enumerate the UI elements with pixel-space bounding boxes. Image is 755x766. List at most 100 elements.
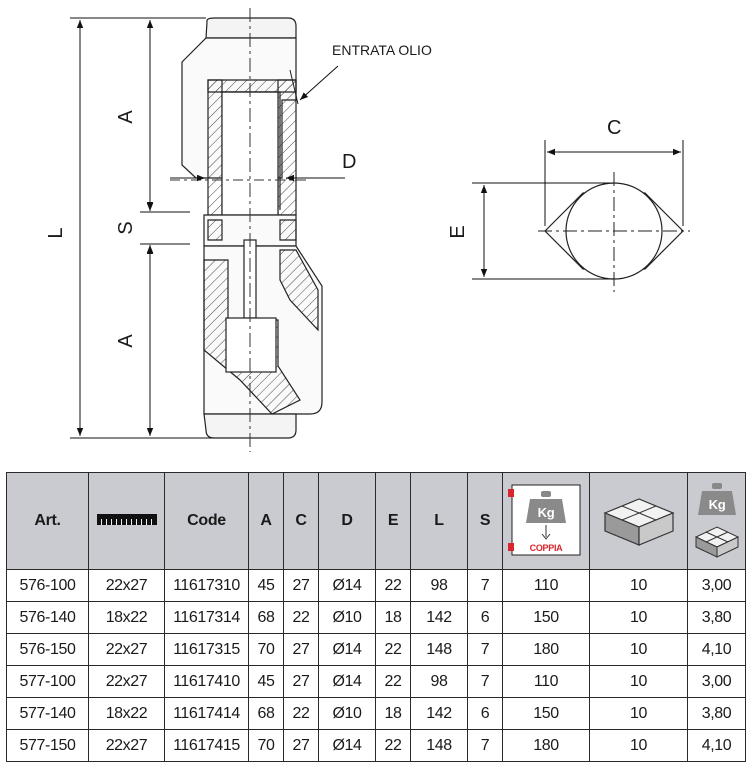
label-L: L bbox=[45, 227, 67, 238]
cell-d: Ø14 bbox=[318, 665, 376, 698]
cell-a: 70 bbox=[248, 633, 284, 666]
header-d: D bbox=[318, 472, 376, 570]
cell-torque: 150 bbox=[502, 697, 590, 730]
cell-c: 22 bbox=[283, 697, 319, 730]
cell-l: 142 bbox=[410, 601, 468, 634]
cell-c: 27 bbox=[283, 633, 319, 666]
cell-d: Ø10 bbox=[318, 601, 376, 634]
cell-e: 18 bbox=[375, 601, 411, 634]
dimension-labels: L A S A D ENTRATA OLIO bbox=[45, 42, 432, 348]
cell-s: 6 bbox=[467, 601, 503, 634]
cell-weight: 4,10 bbox=[687, 729, 746, 762]
table-row: 576-140 18x22 11617314 68 22 Ø10 18 142 … bbox=[6, 601, 746, 634]
cell-code: 11617415 bbox=[164, 729, 249, 762]
cell-torque: 180 bbox=[502, 729, 590, 762]
label-S: S bbox=[115, 221, 137, 234]
table-row: 576-100 22x27 11617310 45 27 Ø14 22 98 7… bbox=[6, 569, 746, 602]
cell-l: 142 bbox=[410, 697, 468, 730]
table-row: 577-100 22x27 11617410 45 27 Ø14 22 98 7… bbox=[6, 665, 746, 698]
cell-e: 22 bbox=[375, 729, 411, 762]
cell-e: 22 bbox=[375, 665, 411, 698]
cell-code: 11617310 bbox=[164, 569, 249, 602]
cell-a: 70 bbox=[248, 729, 284, 762]
end-view bbox=[538, 172, 690, 292]
cell-c: 22 bbox=[283, 601, 319, 634]
cell-s: 7 bbox=[467, 665, 503, 698]
header-code: Code bbox=[164, 472, 249, 570]
label-C: C bbox=[607, 117, 621, 139]
cell-size: 22x27 bbox=[88, 665, 165, 698]
cell-size: 22x27 bbox=[88, 569, 165, 602]
torque-caption: COPPIA bbox=[530, 543, 564, 553]
header-a: A bbox=[248, 472, 284, 570]
cell-d: Ø10 bbox=[318, 697, 376, 730]
table-body: 576-100 22x27 11617310 45 27 Ø14 22 98 7… bbox=[6, 569, 746, 762]
header-e: E bbox=[375, 472, 411, 570]
table-row: 577-140 18x22 11617414 68 22 Ø10 18 142 … bbox=[6, 697, 746, 730]
label-A-top: A bbox=[115, 110, 137, 124]
cell-code: 11617315 bbox=[164, 633, 249, 666]
cell-a: 45 bbox=[248, 665, 284, 698]
cell-art: 576-140 bbox=[6, 601, 89, 634]
header-c: C bbox=[283, 472, 319, 570]
cell-c: 27 bbox=[283, 729, 319, 762]
weight-torque-icon: Kg COPPIA bbox=[508, 484, 581, 556]
cell-e: 22 bbox=[375, 633, 411, 666]
cell-s: 6 bbox=[467, 697, 503, 730]
ruler-icon bbox=[96, 514, 157, 525]
cell-art: 576-100 bbox=[6, 569, 89, 602]
cell-s: 7 bbox=[467, 633, 503, 666]
label-D: D bbox=[342, 151, 356, 173]
cell-l: 98 bbox=[410, 569, 468, 602]
end-view-dimensions bbox=[472, 140, 684, 280]
cell-pack: 10 bbox=[589, 729, 688, 762]
cell-art: 576-150 bbox=[6, 633, 89, 666]
cell-weight: 4,10 bbox=[687, 633, 746, 666]
cell-torque: 150 bbox=[502, 601, 590, 634]
cell-pack: 10 bbox=[589, 601, 688, 634]
cell-weight: 3,00 bbox=[687, 569, 746, 602]
header-package bbox=[589, 472, 688, 570]
cell-size: 22x27 bbox=[88, 729, 165, 762]
header-size bbox=[88, 472, 165, 570]
cell-size: 18x22 bbox=[88, 697, 165, 730]
cell-pack: 10 bbox=[589, 665, 688, 698]
cell-code: 11617410 bbox=[164, 665, 249, 698]
cell-d: Ø14 bbox=[318, 729, 376, 762]
cell-d: Ø14 bbox=[318, 633, 376, 666]
cell-e: 22 bbox=[375, 569, 411, 602]
cell-size: 18x22 bbox=[88, 601, 165, 634]
cell-art: 577-140 bbox=[6, 697, 89, 730]
cell-a: 45 bbox=[248, 569, 284, 602]
cell-art: 577-100 bbox=[6, 665, 89, 698]
table-header-row: Art. Code A C D E L S bbox=[6, 472, 746, 570]
cell-torque: 110 bbox=[502, 569, 590, 602]
package-boxes-icon bbox=[602, 498, 675, 546]
technical-drawing: L A S A D ENTRATA OLIO C E bbox=[45, 8, 690, 452]
cell-a: 68 bbox=[248, 697, 284, 730]
cell-pack: 10 bbox=[589, 569, 688, 602]
cell-l: 98 bbox=[410, 665, 468, 698]
cell-e: 18 bbox=[375, 697, 411, 730]
table-row: 576-150 22x27 11617315 70 27 Ø14 22 148 … bbox=[6, 633, 746, 666]
cell-c: 27 bbox=[283, 569, 319, 602]
cell-torque: 180 bbox=[502, 633, 590, 666]
weight-box-icon: Kg bbox=[694, 483, 739, 558]
torque-kg-label: Kg bbox=[538, 505, 555, 520]
cell-code: 11617314 bbox=[164, 601, 249, 634]
header-torque: Kg COPPIA bbox=[502, 472, 590, 570]
spec-table: Art. Code A C D E L S bbox=[6, 472, 746, 762]
weight-kg-label: Kg bbox=[708, 497, 725, 512]
cell-size: 22x27 bbox=[88, 633, 165, 666]
table-row: 577-150 22x27 11617415 70 27 Ø14 22 148 … bbox=[6, 729, 746, 762]
cell-pack: 10 bbox=[589, 633, 688, 666]
cell-weight: 3,00 bbox=[687, 665, 746, 698]
cell-weight: 3,80 bbox=[687, 601, 746, 634]
label-oil-inlet: ENTRATA OLIO bbox=[332, 42, 432, 58]
cell-code: 11617414 bbox=[164, 697, 249, 730]
label-E: E bbox=[447, 225, 469, 238]
side-section-view bbox=[181, 17, 323, 439]
cell-c: 27 bbox=[283, 665, 319, 698]
cell-l: 148 bbox=[410, 633, 468, 666]
cell-l: 148 bbox=[410, 729, 468, 762]
